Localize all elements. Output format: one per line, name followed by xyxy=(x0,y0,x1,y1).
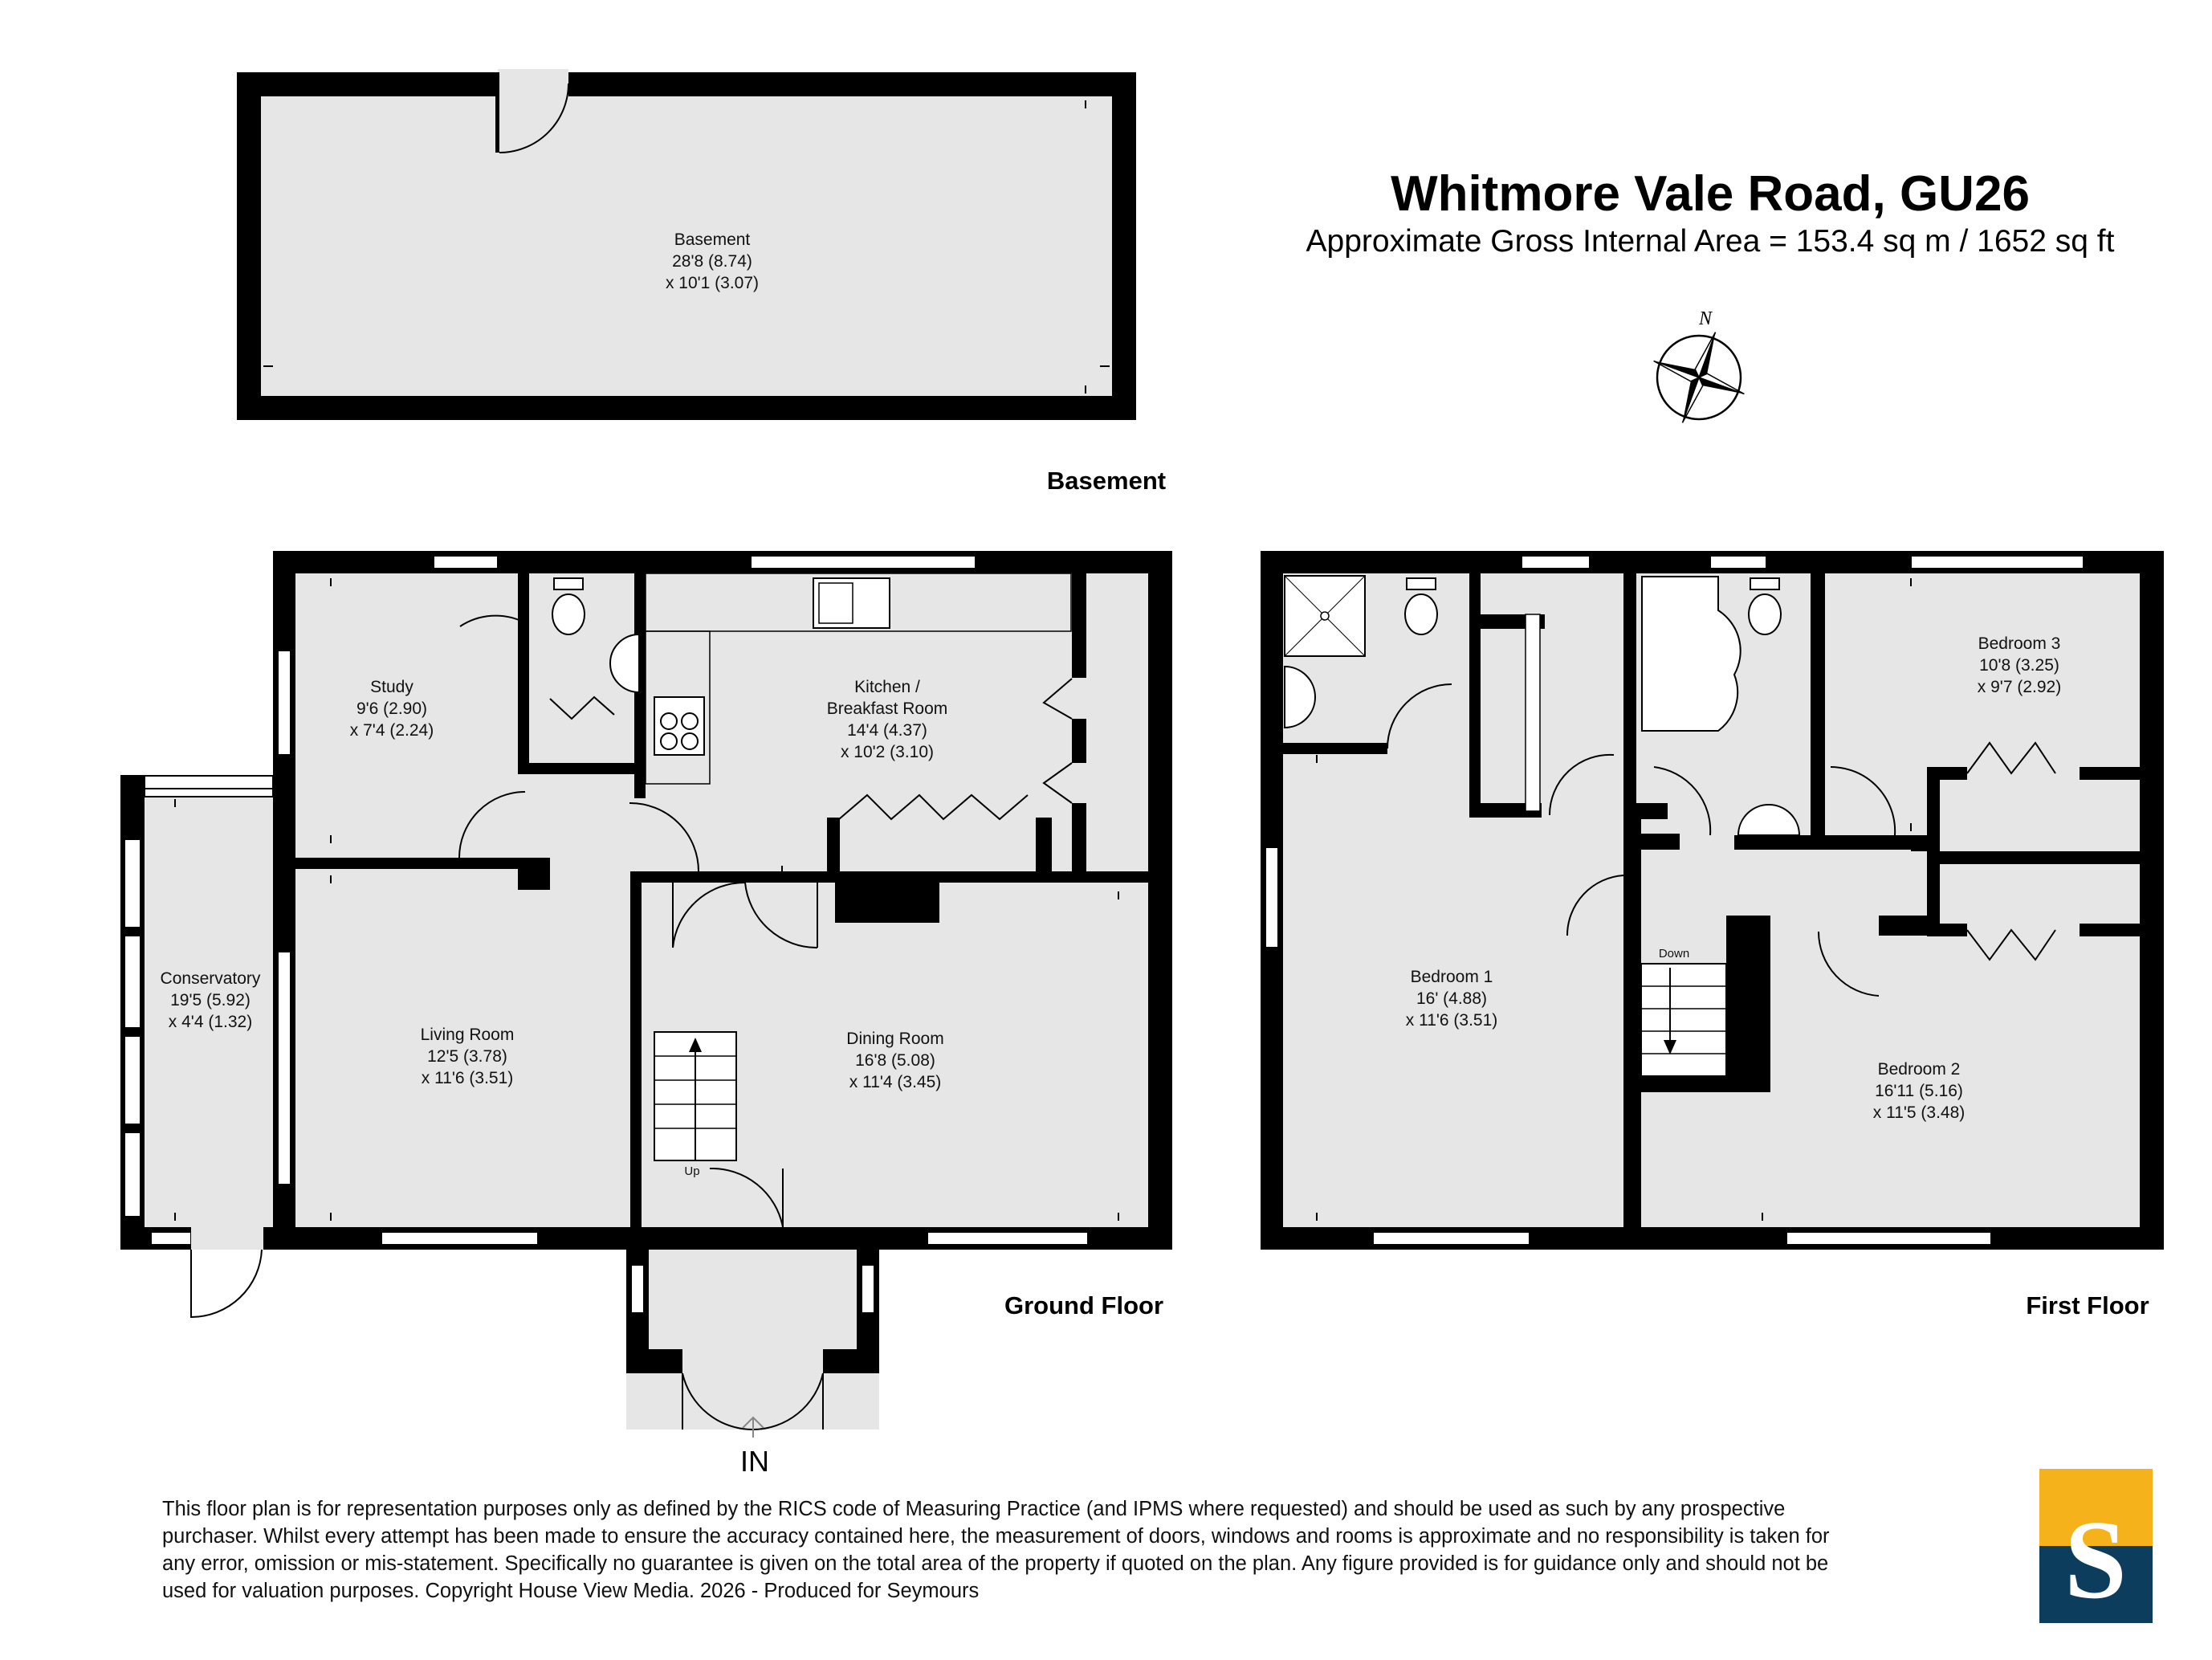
room-dims-living: 12'5 (3.78) xyxy=(427,1047,507,1066)
room-dims-dining: 16'8 (5.08) xyxy=(855,1051,935,1070)
room-dims-living-2: x 11'6 (3.51) xyxy=(422,1069,514,1087)
compass-icon: N xyxy=(1653,308,1745,423)
staircase: Up xyxy=(654,1031,737,1178)
room-dims-study-2: x 7'4 (2.24) xyxy=(350,721,434,740)
entrance-label: IN xyxy=(740,1445,769,1478)
svg-text:S: S xyxy=(2064,1498,2127,1622)
disclaimer-line: used for valuation purposes. Copyright H… xyxy=(162,1580,980,1602)
seymours-logo-icon: S xyxy=(2039,1469,2153,1623)
room-dims-basement: 28'8 (8.74) xyxy=(672,252,752,271)
floor-label-first: First Floor xyxy=(2026,1291,2149,1319)
floor-label-ground: Ground Floor xyxy=(1004,1291,1163,1319)
room-dims-bedroom2-2: x 11'5 (3.48) xyxy=(1873,1103,1966,1122)
room-label-bedroom3: Bedroom 3 xyxy=(1978,634,2061,653)
room-dims-basement-2: x 10'1 (3.07) xyxy=(666,274,759,292)
room-label-conservatory: Conservatory xyxy=(161,969,261,988)
hob-icon xyxy=(654,696,705,756)
room-dims-conservatory: 19'5 (5.92) xyxy=(170,991,251,1009)
disclaimer-line: purchaser. Whilst every attempt has been… xyxy=(162,1525,1830,1548)
room-label-kitchen: Kitchen / xyxy=(854,678,920,696)
toilet-icon xyxy=(552,593,585,635)
room-label-study: Study xyxy=(370,678,413,696)
disclaimer-text: This floor plan is for representation pu… xyxy=(162,1495,1969,1605)
basin-icon xyxy=(1737,804,1801,836)
room-label-bedroom2: Bedroom 2 xyxy=(1878,1060,1961,1079)
room-dims-study: 9'6 (2.90) xyxy=(356,699,427,718)
room-label-bedroom1: Bedroom 1 xyxy=(1411,968,1493,986)
stairs-down-label: Down xyxy=(1659,947,1689,961)
disclaimer-line: any error, omission or mis-statement. Sp… xyxy=(162,1552,1829,1575)
disclaimer-line: This floor plan is for representation pu… xyxy=(162,1498,1786,1520)
entrance-arrow-icon xyxy=(742,1416,764,1438)
room-dims-dining-2: x 11'4 (3.45) xyxy=(849,1073,942,1091)
ground-floor: Up IN Study 9'6 (2.90) x 7'4 (2.24) xyxy=(120,551,1172,1478)
staircase: Down xyxy=(1640,947,1727,1077)
property-title: Whitmore Vale Road, GU26 xyxy=(1391,166,2030,222)
toilet-icon xyxy=(1404,593,1438,635)
room-dims-conservatory-2: x 4'4 (1.32) xyxy=(169,1013,252,1031)
room-dims-bedroom2: 16'11 (5.16) xyxy=(1875,1082,1963,1100)
north-label: N xyxy=(1698,308,1713,329)
floor-label-basement: Basement xyxy=(1047,467,1166,495)
gross-internal-area: Approximate Gross Internal Area = 153.4 … xyxy=(1306,224,2115,259)
basin-icon xyxy=(609,633,640,694)
room-label-living: Living Room xyxy=(421,1026,515,1044)
room-dims-bedroom1-2: x 11'6 (3.51) xyxy=(1406,1011,1498,1030)
room-dims-bedroom3: 10'8 (3.25) xyxy=(1979,656,2059,675)
room-dims-kitchen: 14'4 (4.37) xyxy=(847,721,927,740)
bath-icon xyxy=(1641,576,1741,732)
toilet-icon xyxy=(1748,593,1782,635)
room-label-kitchen-2: Breakfast Room xyxy=(827,699,948,718)
room-label-basement: Basement xyxy=(674,230,751,249)
basement-floor: Basement 28'8 (8.74) x 10'1 (3.07) xyxy=(237,69,1136,420)
room-label-dining: Dining Room xyxy=(846,1030,943,1048)
room-dims-kitchen-2: x 10'2 (3.10) xyxy=(841,743,934,761)
room-dims-bedroom3-2: x 9'7 (2.92) xyxy=(1978,678,2061,696)
room-dims-bedroom1: 16' (4.88) xyxy=(1416,989,1487,1008)
stairs-up-label: Up xyxy=(684,1164,699,1178)
first-floor: Down Bedroom 3 10'8 (3.25) x 9'7 (2.92) … xyxy=(1261,551,2164,1250)
